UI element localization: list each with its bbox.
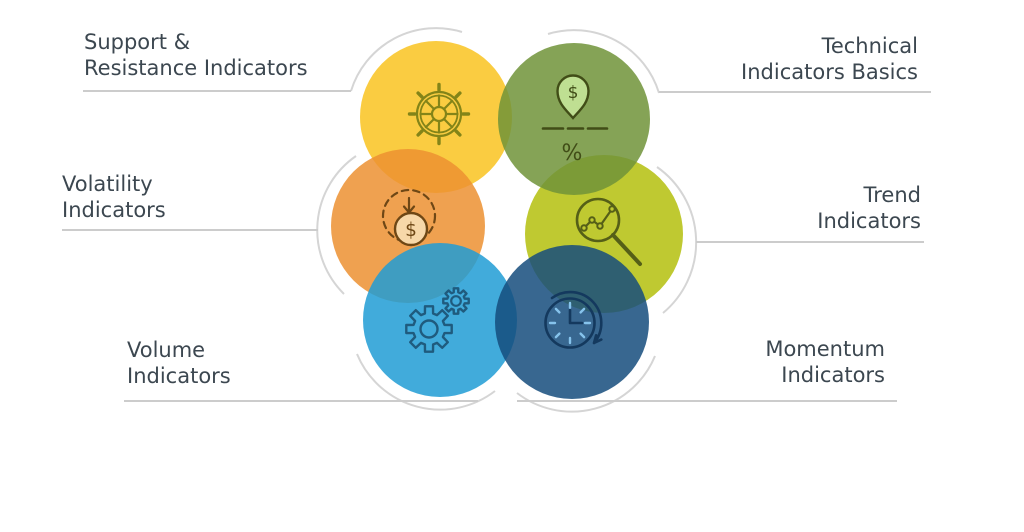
circle-technical-basics	[498, 43, 650, 195]
label-line: Technical	[821, 34, 918, 58]
large-gear-hub	[419, 319, 439, 339]
arc-volume	[356, 353, 496, 411]
refresh-arrow	[550, 290, 603, 345]
arc-momentum	[516, 355, 656, 413]
magnifier-lens	[575, 197, 621, 243]
small-gear-hub	[450, 295, 462, 307]
magnifier-chart-icon	[575, 197, 642, 266]
label-momentum: Momentum Indicators	[765, 336, 885, 388]
trend-dot-1	[580, 224, 588, 232]
helm-handles	[407, 82, 471, 146]
label-line: Volatility	[62, 172, 153, 196]
helm-spokes	[419, 94, 459, 134]
label-line: Trend	[863, 183, 921, 207]
clock-ticks	[548, 301, 592, 345]
label-line: Indicators	[127, 364, 231, 388]
pin-shape	[556, 74, 590, 120]
label-line: Indicators	[781, 363, 885, 387]
label-volume: Volume Indicators	[127, 337, 231, 389]
arc-technical	[547, 29, 660, 94]
label-lines	[62, 90, 931, 402]
percent-glyph: %	[562, 141, 583, 166]
label-trend: Trend Indicators	[817, 182, 921, 234]
clock-refresh-icon	[544, 290, 603, 349]
clock-face	[544, 297, 596, 349]
label-line: Momentum	[765, 337, 885, 361]
label-line: Indicators	[62, 198, 166, 222]
label-line: Volume	[127, 338, 206, 362]
label-line: Resistance Indicators	[84, 56, 308, 80]
indicator-circles	[331, 41, 683, 399]
pin-dollar-glyph: $	[568, 83, 579, 103]
magnifier-handle	[611, 233, 642, 266]
coin-down-arrow	[402, 196, 416, 214]
label-support-resistance: Support & Resistance Indicators	[84, 29, 308, 81]
arc-volatility	[316, 155, 357, 295]
label-technical-basics: Technical Indicators Basics	[741, 33, 918, 85]
guide-arcs	[316, 27, 698, 413]
helm-icon	[407, 82, 471, 146]
trend-dot-4	[608, 205, 616, 213]
coin-dollar-glyph: $	[405, 220, 417, 241]
trend-zigzag-line	[582, 207, 614, 230]
coin-circle	[393, 211, 429, 247]
label-line: Support &	[84, 30, 191, 54]
label-line: Indicators Basics	[741, 60, 918, 84]
label-line: Indicators	[817, 209, 921, 233]
arc-support	[350, 27, 463, 92]
helm-outer-ring	[415, 90, 463, 138]
trend-dot-3	[596, 222, 604, 230]
circle-volume	[363, 243, 517, 397]
dollar-pin-icon: $ %	[541, 74, 609, 166]
gears-icon	[405, 287, 470, 353]
trend-dot-2	[588, 216, 596, 224]
label-volatility: Volatility Indicators	[62, 171, 166, 223]
clock-hands	[568, 308, 584, 325]
dollar-coin-icon: $	[381, 188, 437, 247]
arc-trend	[656, 166, 698, 314]
